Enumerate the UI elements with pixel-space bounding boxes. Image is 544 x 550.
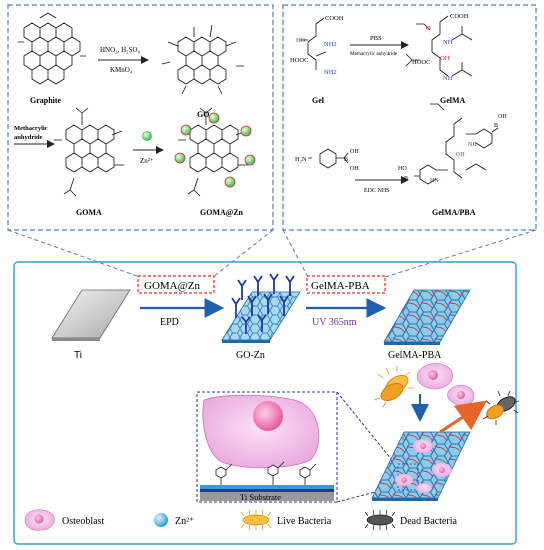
inset-nucleus bbox=[253, 401, 283, 431]
pba-nh-top: NH bbox=[468, 142, 477, 148]
cell-culture-highlight bbox=[397, 463, 419, 491]
gel-cooh: COOH bbox=[325, 15, 344, 22]
oxidation-reagent-1: HNO₃, H₂SO₄ bbox=[100, 46, 141, 54]
pba-b-top: B bbox=[494, 123, 498, 129]
gelma-pba-coated-plate bbox=[383, 289, 471, 343]
pba-b-left: B bbox=[404, 176, 408, 182]
aminophenylboronic-acid-structure bbox=[308, 148, 349, 169]
boronic-oh-1: OH bbox=[350, 149, 359, 155]
graphite-structure bbox=[18, 12, 86, 85]
goma-label: GOMA bbox=[76, 208, 102, 217]
legend: Osteoblast Zn²⁺ Live Bacteria Dead Bacte… bbox=[24, 509, 457, 531]
pba-oh-top: OH bbox=[498, 114, 507, 120]
gel-hooc: HOOC bbox=[290, 57, 308, 64]
dead-bacterium bbox=[482, 390, 520, 425]
goma-zn-box-label: GOMA@Zn bbox=[144, 280, 200, 292]
zinc-ion-reagent-icon bbox=[142, 131, 152, 141]
legend-label-dead-bacteria: Dead Bacteria bbox=[400, 516, 457, 527]
ti-label: Ti bbox=[74, 350, 82, 361]
fabrication-process-panel: Ti GOMA@Zn EPD GO-Zn GelMA-PBA UV 365nm bbox=[13, 261, 520, 545]
live-bacterium bbox=[373, 366, 414, 408]
legend-label-live-bacteria: Live Bacteria bbox=[277, 516, 332, 527]
goma-structure bbox=[54, 107, 124, 197]
gelatin-structure bbox=[300, 17, 327, 70]
graphene-oxide-structure bbox=[161, 24, 244, 95]
gelma-pba-label: GelMA/PBA bbox=[432, 208, 476, 217]
methacrylic-label-2: anhydride bbox=[14, 134, 43, 141]
gel-label: Gel bbox=[312, 96, 325, 105]
gel-nh2-1: NH2 bbox=[324, 41, 337, 48]
graphene-synthesis-panel: Graphite HNO₃, H₂SO₄ KMnO₄ GO Methacryli… bbox=[7, 4, 274, 231]
go-zn-label: GO-Zn bbox=[236, 350, 265, 361]
boronic-b-1: B bbox=[344, 157, 348, 163]
gel-nh2-2: NH2 bbox=[324, 69, 337, 76]
inset-cell-body bbox=[202, 394, 320, 469]
go-zn-plate-edge bbox=[222, 340, 270, 343]
titanium-plate bbox=[51, 289, 131, 339]
gelma-label: GelMA bbox=[440, 96, 466, 105]
pba-hn-left: HN bbox=[430, 178, 439, 184]
gelma-pba-plate-label: GelMA-PBA bbox=[388, 350, 442, 361]
dead-bacteria-icon bbox=[364, 509, 396, 531]
uv-label: UV 365nm bbox=[312, 317, 357, 328]
methacrylic-label-1: Methacrylic bbox=[14, 125, 48, 132]
gelma-pba-plate-edge bbox=[384, 342, 440, 345]
gelma-pba-box-label: GelMA-PBA bbox=[311, 280, 370, 292]
boronate-linkers bbox=[215, 461, 317, 486]
h2n-label: H₂N bbox=[295, 156, 307, 163]
osteoblast-icon-nucleus bbox=[34, 514, 44, 524]
go-label: GO bbox=[197, 110, 209, 119]
gel-ho: HO bbox=[296, 37, 306, 44]
zinc-ion-icon bbox=[154, 513, 168, 527]
pba-oh-mid: OH bbox=[456, 152, 465, 158]
inset-connector-top bbox=[336, 391, 401, 471]
live-bacteria-icon bbox=[240, 509, 272, 531]
goma-zn-box bbox=[137, 275, 215, 294]
antibacterial-arrow bbox=[439, 400, 487, 434]
epd-label: EPD bbox=[160, 317, 179, 328]
gelma-nh-1: NH bbox=[443, 39, 453, 46]
inset-hydrogel-layer bbox=[200, 485, 334, 489]
ti-substrate-label: Ti Substrate bbox=[240, 492, 281, 502]
goma-zn-label: GOMA@Zn bbox=[200, 208, 244, 217]
zinc-reagent-label: Zn²⁺ bbox=[140, 157, 154, 165]
gelma-structure bbox=[405, 15, 473, 77]
bound-zinc-ions bbox=[174, 112, 256, 188]
methacrylic-anhydride-label: Methacrylic anhydride bbox=[350, 51, 398, 57]
goma-zn-structure bbox=[178, 107, 248, 197]
inset-go-layer bbox=[200, 489, 334, 492]
gelma-pba-box bbox=[306, 275, 386, 294]
gelma-pba-structure bbox=[414, 103, 499, 185]
zoom-connector-lines bbox=[7, 229, 537, 278]
go-sheets-vertical bbox=[231, 273, 295, 334]
legend-label-zn: Zn²⁺ bbox=[175, 516, 194, 527]
floating-osteoblasts bbox=[416, 363, 475, 406]
boronic-oh-2: OH bbox=[350, 166, 359, 172]
gelma-nh-2: NH bbox=[443, 75, 453, 82]
oxidation-reagent-2: KMnO₄ bbox=[110, 66, 133, 74]
adhered-osteoblasts bbox=[395, 439, 452, 493]
gelma-cooh: COOH bbox=[450, 13, 469, 20]
legend-label-osteoblast: Osteoblast bbox=[62, 516, 104, 527]
gelma-o: O bbox=[426, 25, 431, 32]
ti-substrate-bar bbox=[200, 492, 334, 501]
titanium-plate-edge bbox=[52, 338, 100, 341]
pbs-label: PBS bbox=[370, 35, 382, 42]
graphite-label: Graphite bbox=[30, 96, 62, 105]
gelma-oh: OH bbox=[440, 55, 450, 62]
cell-culture-plate-edge bbox=[372, 498, 438, 501]
gelma-hooc: HOOC bbox=[412, 59, 430, 66]
pba-oh-left: HO bbox=[398, 166, 407, 172]
edc-nhs-label: EDC NHS bbox=[364, 188, 390, 194]
gelatin-modification-panel: COOH HO NH2 HOOC NH2 Gel PBS Methacrylic… bbox=[282, 4, 537, 231]
